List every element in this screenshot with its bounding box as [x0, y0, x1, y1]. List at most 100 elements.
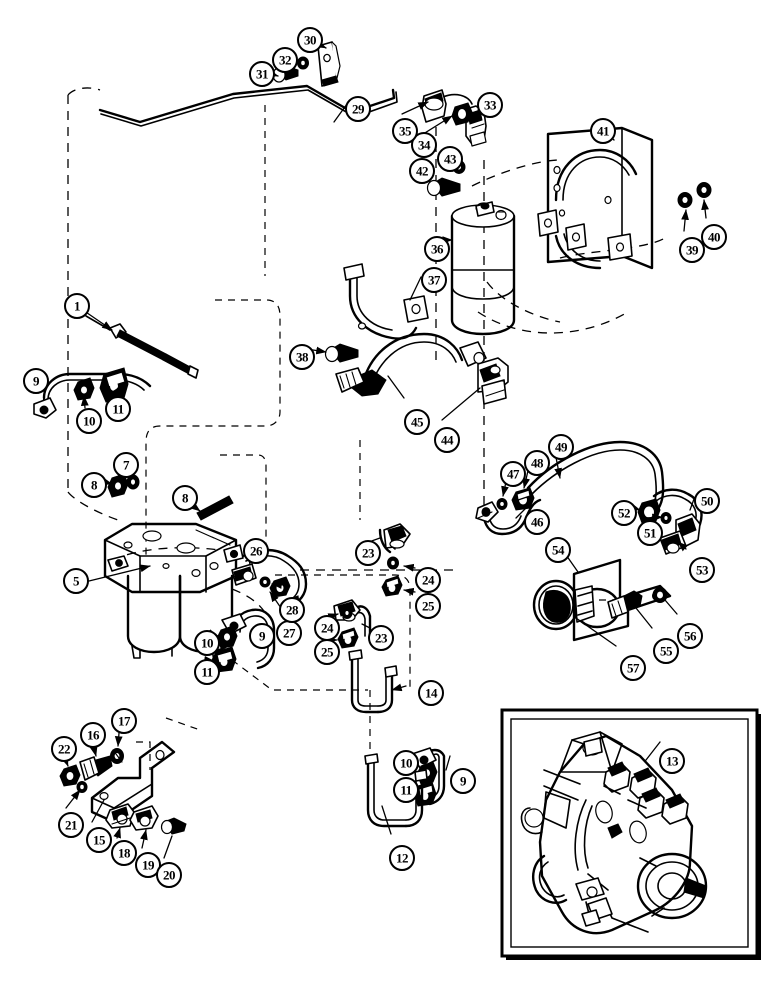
callout-35-fitting: 35 — [392, 118, 418, 144]
bolt-16 — [79, 755, 113, 781]
callout-label: 33 — [484, 97, 497, 112]
washer-56 — [652, 587, 668, 603]
callout-label: 10 — [201, 635, 214, 650]
dashed-routing-outline — [67, 87, 669, 770]
callout-5-dual-fuel-filter-assembly: 5 — [63, 568, 89, 594]
callout-23-fuel-line-injector: 23 — [355, 540, 381, 566]
callout-37-filter-mounting-strap: 37 — [421, 267, 447, 293]
callout-label: 25 — [321, 644, 334, 659]
callout-label: 23 — [375, 630, 388, 645]
callout-label: 37 — [428, 272, 441, 287]
callout-46-fuel-line-fitting: 46 — [524, 509, 550, 535]
callout-label: 28 — [286, 602, 299, 617]
callout-label: 44 — [441, 432, 454, 447]
callout-label: 49 — [555, 439, 568, 454]
callout-50-fuel-line: 50 — [694, 488, 720, 514]
bolt-38 — [324, 343, 359, 363]
washer-51 — [660, 512, 672, 524]
connector-28 — [259, 576, 291, 598]
callout-label: 36 — [431, 241, 444, 256]
callout-38-bolt: 38 — [289, 344, 315, 370]
callout-label: 5 — [73, 573, 80, 588]
elbow-fitting-44 — [477, 357, 509, 405]
callout-17-lock-washer: 17 — [111, 708, 137, 734]
callout-13-injection-pump: 13 — [659, 748, 685, 774]
callout-label: 21 — [65, 817, 78, 832]
callout-18-clamp: 18 — [111, 840, 137, 866]
callout-11-nut-fitting: 11 — [393, 777, 419, 803]
callout-27-fitting: 27 — [276, 620, 302, 646]
callout-label: 54 — [552, 542, 565, 557]
callout-label: 12 — [396, 850, 409, 865]
callout-label: 11 — [201, 664, 213, 679]
callout-label: 46 — [531, 514, 544, 529]
callout-42-bolt: 42 — [409, 158, 435, 184]
screw-55 — [607, 590, 643, 619]
callout-21-washer: 21 — [58, 812, 84, 838]
nut-22 — [59, 764, 81, 787]
lock-washer-17 — [110, 748, 124, 764]
fuel-hose-45 — [335, 332, 487, 397]
fuel-supply-line-29 — [98, 84, 398, 127]
callout-29-fuel-supply-line: 29 — [345, 96, 371, 122]
callout-25-nut: 25 — [314, 639, 340, 665]
callout-label: 8 — [182, 490, 189, 505]
callout-30-clip-bracket: 30 — [297, 27, 323, 53]
callout-25-nut: 25 — [415, 593, 441, 619]
callout-label: 17 — [118, 713, 131, 728]
callout-44-elbow-fitting: 44 — [434, 427, 460, 453]
callout-label: 23 — [362, 545, 375, 560]
callout-label: 34 — [418, 137, 431, 152]
elbow-53 — [659, 513, 701, 555]
callout-26-fuel-line-bleed: 26 — [243, 538, 269, 564]
callout-label: 39 — [686, 242, 699, 257]
callout-label: 27 — [283, 625, 296, 640]
callout-label: 9 — [33, 373, 40, 388]
nut-34 — [451, 102, 473, 126]
callout-label: 32 — [279, 52, 292, 67]
callout-41-filter-mounting-bracket: 41 — [590, 118, 616, 144]
callout-15-mounting-bracket: 15 — [86, 827, 112, 853]
callout-label: 9 — [460, 773, 467, 788]
callout-22-nut: 22 — [51, 736, 77, 762]
callout-label: 24 — [321, 620, 334, 635]
callout-11-nut-fitting: 11 — [105, 396, 131, 422]
callout-14-fuel-line-return: 14 — [418, 680, 444, 706]
callout-10-washer-small: 10 — [76, 408, 102, 434]
callout-9-fuel-line-filter-outlet: 9 — [249, 623, 275, 649]
screw-20 — [160, 817, 187, 835]
callout-28-connector: 28 — [279, 597, 305, 623]
filter-mounting-bracket-41 — [537, 126, 654, 270]
callout-label: 14 — [425, 685, 438, 700]
fitting-27 — [231, 563, 257, 586]
callout-48-nut: 48 — [524, 450, 550, 476]
callout-label: 41 — [597, 123, 610, 138]
callout-label: 25 — [422, 598, 435, 613]
callout-label: 20 — [163, 867, 176, 882]
callout-47-washer: 47 — [500, 461, 526, 487]
fuel-line-upper-9 — [33, 367, 152, 419]
callout-52-fitting: 52 — [611, 500, 637, 526]
callout-32-washer: 32 — [272, 47, 298, 73]
callout-label: 11 — [112, 401, 124, 416]
callout-11-nut-fitting: 11 — [194, 659, 220, 685]
callout-label: 29 — [352, 101, 365, 116]
callout-31-bolt: 31 — [249, 61, 275, 87]
filter-mounting-strap-37 — [343, 263, 429, 340]
callout-57-fuel-gauge-sender: 57 — [620, 655, 646, 681]
callout-label: 48 — [531, 455, 544, 470]
injection-pump-13 — [520, 731, 708, 935]
fuel-line-injector-23a — [378, 523, 411, 554]
callout-33-elbow-fitting: 33 — [477, 92, 503, 118]
callout-label: 40 — [708, 229, 721, 244]
callout-label: 24 — [422, 572, 435, 587]
callout-label: 7 — [123, 457, 130, 472]
callout-label: 26 — [250, 543, 263, 558]
callout-label: 50 — [701, 493, 714, 508]
washer-24b — [341, 607, 353, 619]
fuel-line-fitting-46 — [475, 498, 542, 536]
fuel-line-rod-1 — [85, 315, 199, 379]
fuel-filter-canister-36 — [450, 201, 516, 336]
callout-label: 53 — [696, 562, 709, 577]
